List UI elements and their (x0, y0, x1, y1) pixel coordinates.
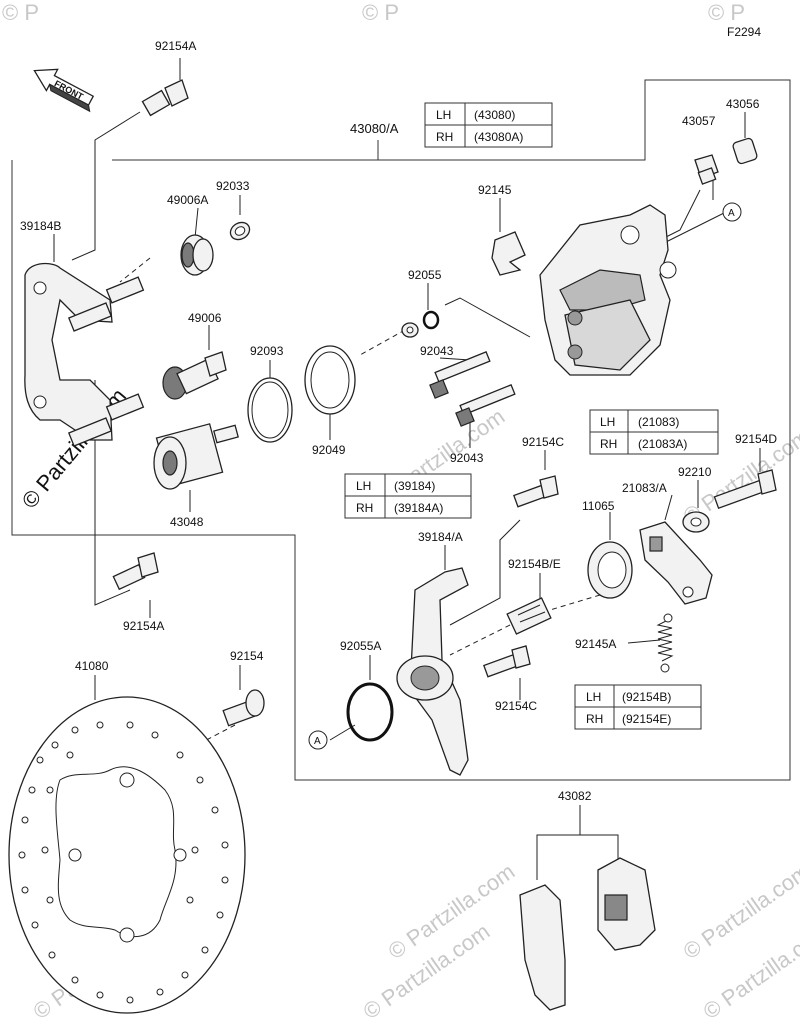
callout-92154A-bottom: 92154A (123, 619, 164, 633)
table-side: RH (586, 712, 603, 726)
callout-11065: 11065 (582, 499, 615, 513)
assembly-frame (11, 79, 791, 781)
bolt-92154D (713, 469, 777, 510)
nut-92210 (682, 511, 710, 533)
table-side: LH (436, 108, 451, 122)
callout-92049: 92049 (312, 443, 346, 457)
table-part: (43080) (474, 108, 515, 122)
bolt-92154C-bottom (483, 645, 531, 678)
callout-92154BE: 92154B/E (508, 557, 561, 571)
cap-43056 (732, 137, 758, 165)
corner-watermark: © P (2, 0, 39, 25)
corner-watermark: © P (362, 0, 399, 25)
callout-43048: 43048 (170, 515, 204, 529)
callout-43056: 43056 (726, 97, 760, 111)
pin-92043-b (455, 384, 516, 427)
callout-92210: 92210 (678, 465, 712, 479)
ref-marker-bottom: A (308, 730, 328, 750)
table-43080: LH (43080) RH (43080A) (424, 102, 553, 148)
pin-92043-a (429, 351, 491, 399)
oring-92055A (346, 682, 394, 742)
callout-92043-a: 92043 (420, 344, 454, 358)
boot-49006 (162, 351, 227, 400)
callout-92145: 92145 (478, 183, 512, 197)
leader-lines (53, 58, 761, 880)
callout-92154C-bottom: 92154C (495, 699, 537, 713)
callout-92154C-top: 92154C (522, 435, 564, 449)
callout-49006: 49006 (188, 311, 222, 325)
svg-text:A: A (728, 208, 735, 219)
callout-39184A: 39184/A (418, 530, 463, 544)
bracket-39184B (24, 262, 145, 447)
table-part: (39184A) (394, 501, 443, 515)
seal-92093 (247, 377, 293, 443)
diagram-code: F2294 (727, 25, 761, 39)
table-part: (43080A) (474, 130, 523, 144)
lever-21083 (639, 521, 713, 605)
callout-92145A: 92145A (575, 637, 616, 651)
bleeder-43057 (694, 154, 719, 185)
callout-43082: 43082 (558, 789, 592, 803)
ref-marker-top: A (722, 202, 742, 222)
table-part: (21083A) (638, 437, 687, 451)
callout-92033: 92033 (216, 179, 250, 193)
brake-pads-43082 (519, 857, 656, 1011)
table-side: LH (586, 690, 601, 704)
bracket-39184A (396, 567, 469, 776)
oring-92055 (401, 310, 440, 338)
table-side: RH (436, 130, 453, 144)
table-side: LH (600, 415, 615, 429)
callout-21083A: 21083/A (622, 481, 667, 495)
brake-disc-41080 (8, 696, 246, 1014)
callout-43057: 43057 (682, 114, 716, 128)
table-part: (39184) (394, 479, 435, 493)
table-part: (92154E) (622, 712, 671, 726)
front-arrow-icon: FRONT (33, 68, 95, 113)
bushing-92033 (229, 221, 251, 241)
seal-11065 (587, 541, 633, 599)
clip-92145 (491, 231, 526, 276)
table-92154: LH (92154B) RH (92154E) (574, 684, 702, 730)
bolt-92154BE (506, 597, 552, 635)
callout-92043-b: 92043 (450, 451, 484, 465)
svg-text:A: A (314, 736, 321, 747)
disc-holes (18, 721, 229, 1004)
callout-92154A-top: 92154A (155, 39, 196, 53)
table-21083: LH (21083) RH (21083A) (589, 409, 719, 455)
callout-49006A: 49006A (167, 193, 208, 207)
table-part: (21083) (638, 415, 679, 429)
callout-92154D: 92154D (735, 432, 777, 446)
bolt-92154A-bottom (112, 552, 159, 591)
table-39184: LH (39184) RH (39184A) (344, 473, 472, 519)
callout-43080A: 43080/A (350, 121, 399, 136)
spring-92145A (656, 613, 674, 673)
seal-92049 (304, 345, 356, 415)
bolt-92154 (222, 689, 265, 727)
corner-watermark: © P (708, 0, 745, 25)
table-part: (92154B) (622, 690, 671, 704)
table-side: LH (356, 479, 371, 493)
callout-92093: 92093 (250, 344, 284, 358)
bolt-92154A-top (141, 79, 189, 117)
caliper-body-43080 (539, 204, 677, 376)
piston-43048 (153, 423, 239, 490)
callout-92055A: 92055A (340, 639, 381, 653)
callout-92154: 92154 (230, 649, 264, 663)
bolt-92154C-top (513, 475, 559, 508)
callout-labels: 92154A 43080/A 43057 43056 92033 49006A … (20, 39, 777, 803)
callout-92055: 92055 (408, 268, 442, 282)
table-side: RH (356, 501, 373, 515)
table-side: RH (600, 437, 617, 451)
boot-49006A (180, 234, 214, 276)
callout-39184B: 39184B (20, 219, 61, 233)
callout-41080: 41080 (75, 659, 109, 673)
